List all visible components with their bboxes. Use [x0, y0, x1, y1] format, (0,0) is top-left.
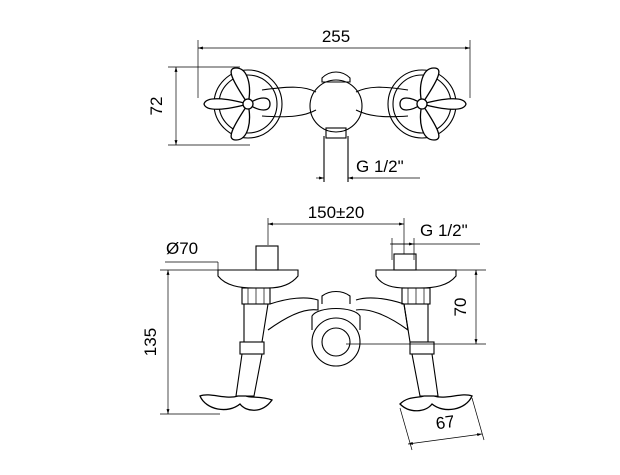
right-valve	[375, 253, 473, 412]
front-spout-top	[321, 290, 351, 304]
front-spout-outer	[311, 317, 361, 367]
right-inlet-stub	[393, 253, 417, 271]
front-connection-label: G 1/2"	[420, 221, 468, 240]
left-valve-body	[243, 303, 269, 343]
spout-collar	[325, 127, 347, 139]
right-lever-handle	[399, 394, 473, 412]
top-view: 255 72	[147, 27, 471, 182]
spacing-label: 150±20	[308, 203, 365, 222]
total-height-label: 135	[141, 328, 160, 356]
width-label: 255	[322, 27, 350, 46]
front-view: 150±20 G 1/2" Ø70 135 70	[141, 203, 486, 451]
handle-width-dimension-line	[407, 433, 483, 445]
central-body	[309, 79, 363, 133]
left-arm	[261, 86, 317, 118]
front-right-arm	[355, 297, 409, 332]
left-ring	[239, 341, 265, 355]
front-spout-collar	[311, 307, 361, 330]
right-escutcheon	[375, 269, 457, 289]
left-cross-handle	[203, 67, 271, 141]
right-cross-handle	[399, 67, 467, 141]
left-stem	[235, 353, 263, 397]
right-arm	[355, 86, 409, 118]
right-stem	[411, 353, 439, 397]
front-left-arm	[267, 297, 319, 331]
right-valve-body	[403, 303, 429, 343]
spout-top	[321, 71, 351, 83]
left-inlet-stub	[255, 245, 279, 271]
handle-width-ext-right	[471, 397, 485, 441]
left-valve	[199, 245, 299, 411]
top-connection-label: G 1/2"	[356, 157, 404, 176]
diameter-label: Ø70	[166, 239, 198, 258]
handle-width-label: 67	[435, 412, 456, 433]
inlet-height-label: 70	[451, 298, 470, 317]
height-label: 72	[147, 97, 166, 116]
front-spout-inner	[321, 327, 351, 357]
left-escutcheon	[217, 269, 299, 289]
left-lever-handle	[199, 394, 274, 411]
